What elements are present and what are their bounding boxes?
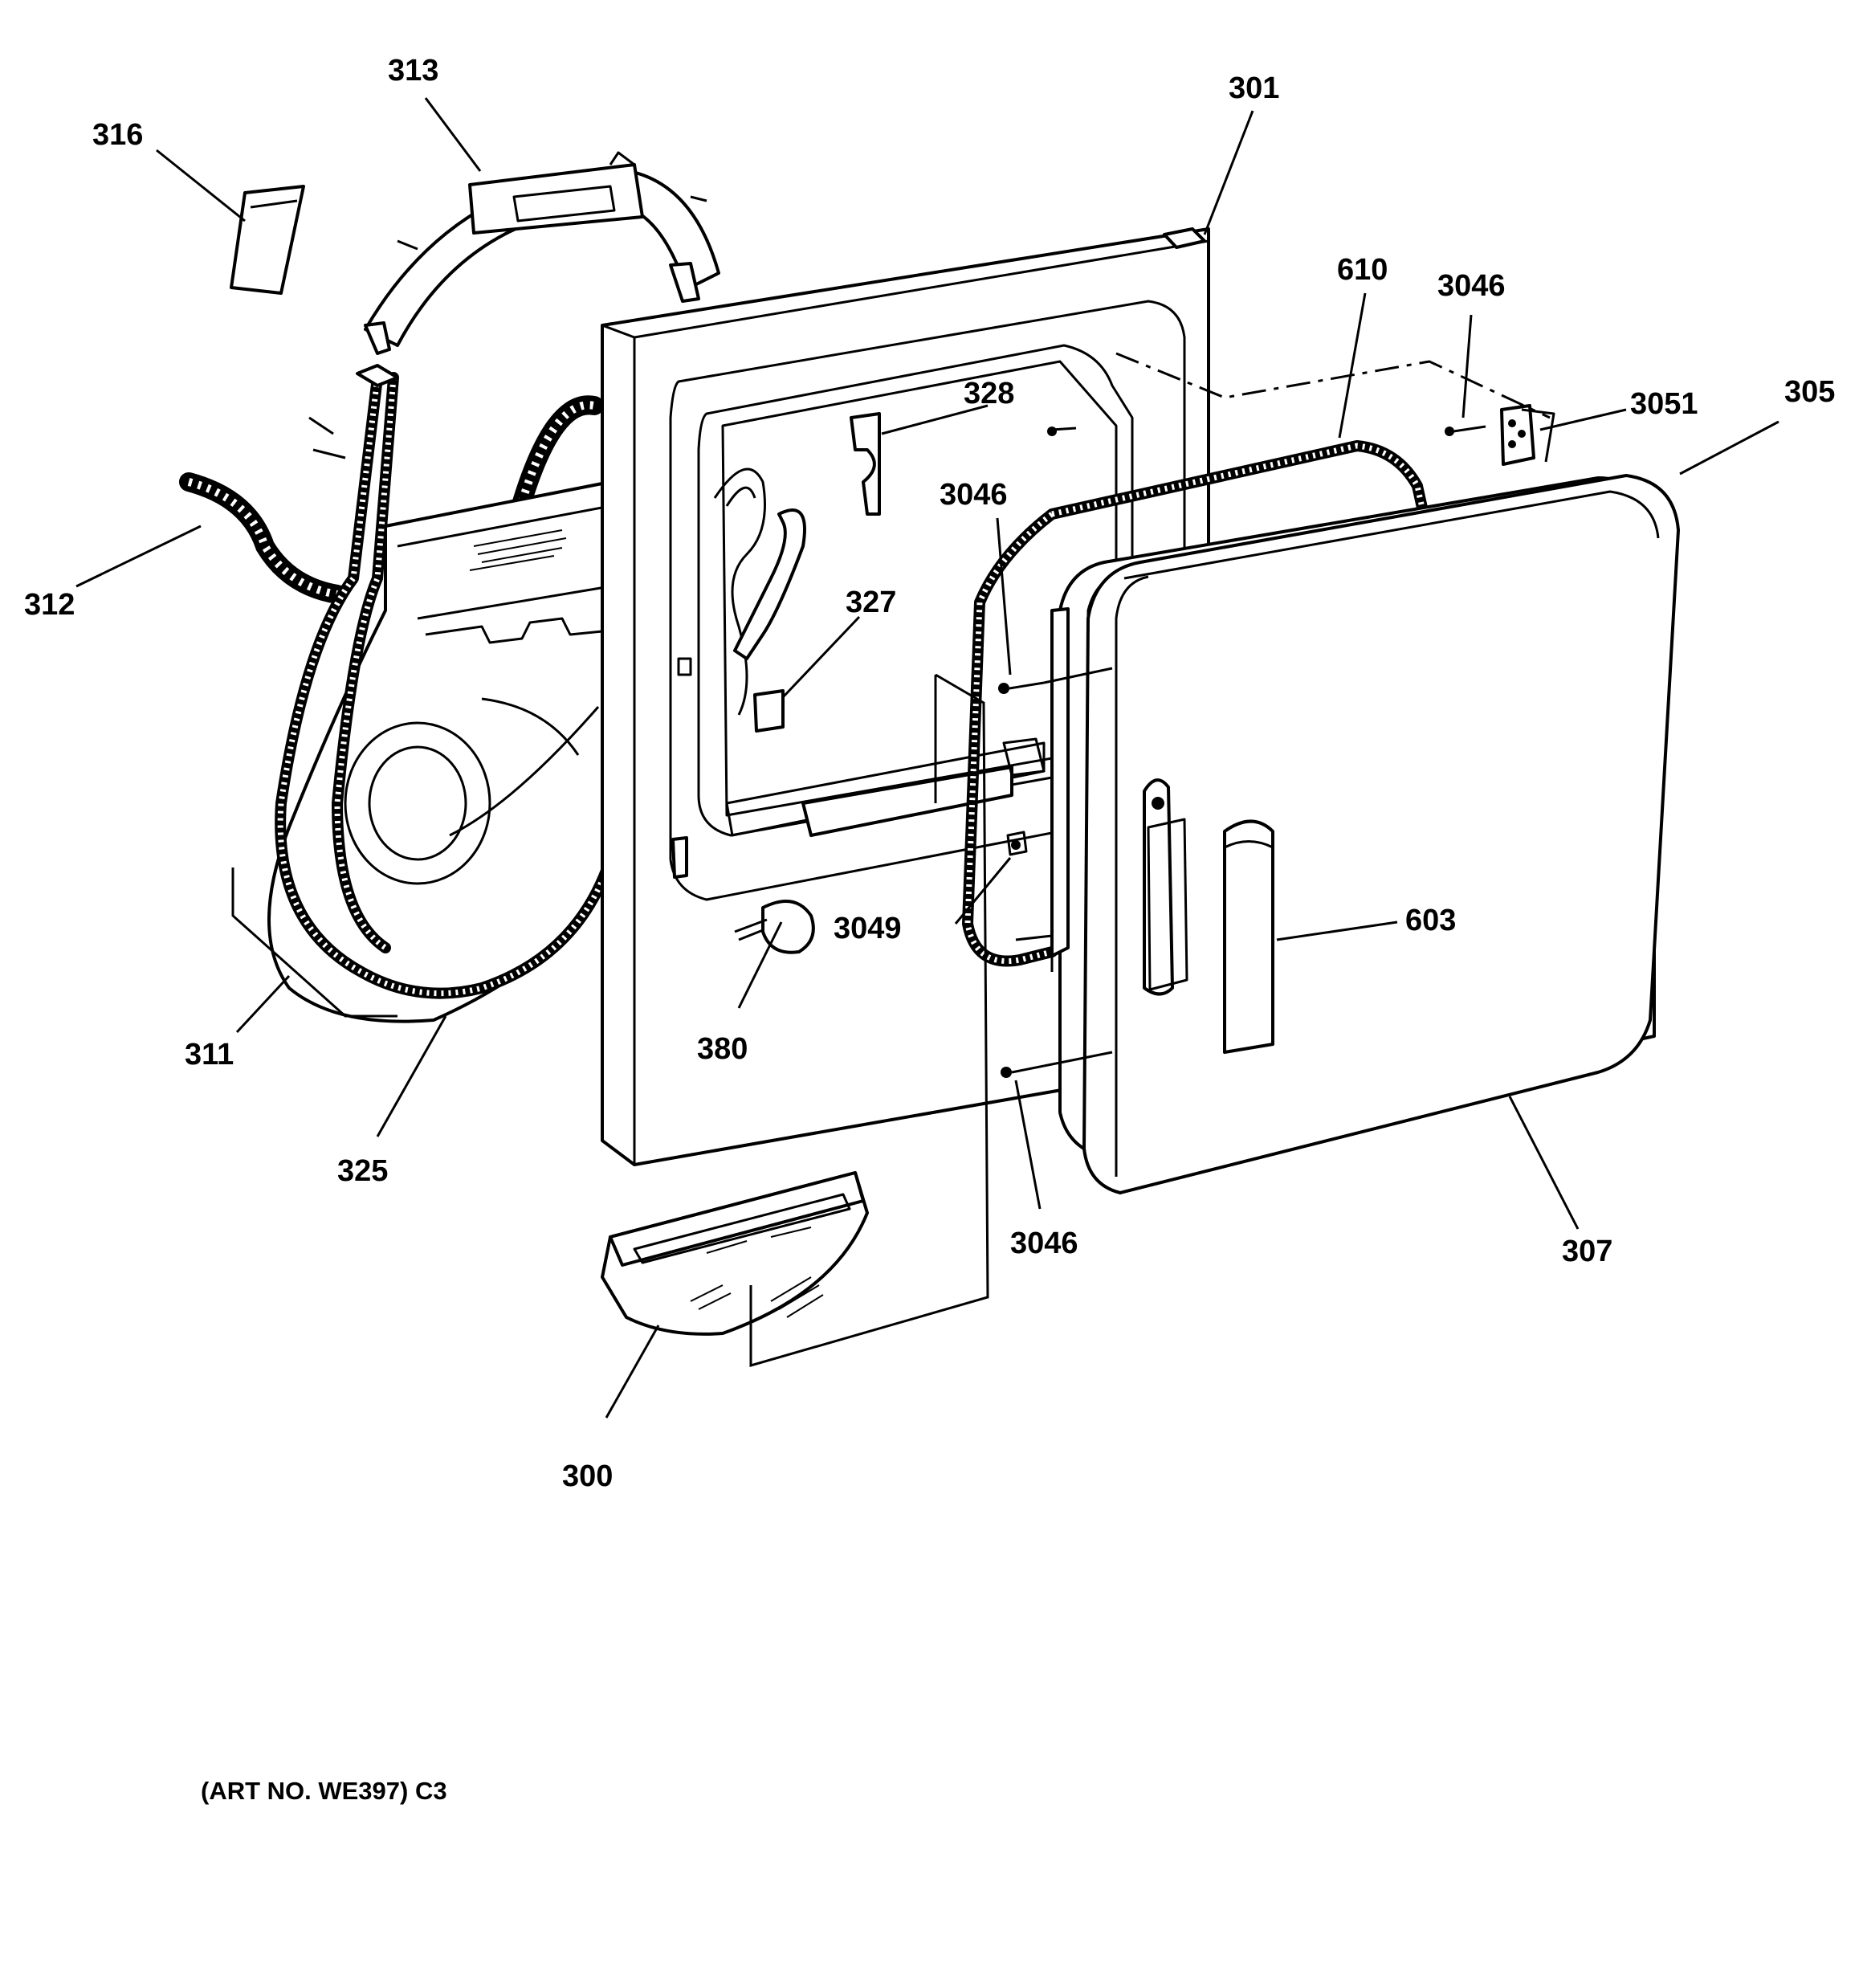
callout-380: 380 [697, 1032, 748, 1066]
reference-lines [231, 352, 1551, 1367]
art-number: (ART NO. WE397) C3 [201, 1777, 447, 1805]
callout-311: 311 [185, 1038, 234, 1072]
part-325-seal [275, 364, 616, 999]
leader-lines [75, 97, 1779, 1419]
part-300-lint-filter [601, 1171, 869, 1336]
callout-312: 312 [24, 588, 75, 622]
callout-3046-mid: 3046 [940, 478, 1008, 512]
callout-labels: 316 313 301 610 3046 3051 305 328 3046 3… [24, 54, 1835, 1493]
callout-300: 300 [562, 1459, 613, 1493]
callout-328: 328 [964, 377, 1014, 410]
part-305-door-outer [1082, 474, 1680, 1194]
callout-610: 610 [1337, 253, 1388, 287]
part-3051-hinge-block [1500, 404, 1555, 466]
callout-301: 301 [1229, 71, 1279, 105]
callout-327: 327 [846, 586, 896, 619]
callout-603: 603 [1405, 904, 1456, 937]
part-311-drum-front [267, 480, 612, 1023]
callout-313: 313 [388, 54, 438, 88]
callout-305: 305 [1784, 375, 1835, 409]
part-316-strip [230, 185, 305, 295]
part-380-knob [734, 900, 815, 954]
callout-3046-top: 3046 [1437, 269, 1506, 303]
callout-3046-bot: 3046 [1010, 1227, 1078, 1260]
part-312-hose [179, 395, 604, 604]
callout-307: 307 [1562, 1235, 1612, 1268]
callout-316: 316 [92, 118, 143, 152]
callout-325: 325 [337, 1154, 388, 1188]
part-3046-screws [998, 425, 1486, 1078]
callout-3051: 3051 [1630, 387, 1698, 421]
callout-3049: 3049 [834, 912, 902, 945]
part-313-top-bracket [364, 151, 720, 355]
